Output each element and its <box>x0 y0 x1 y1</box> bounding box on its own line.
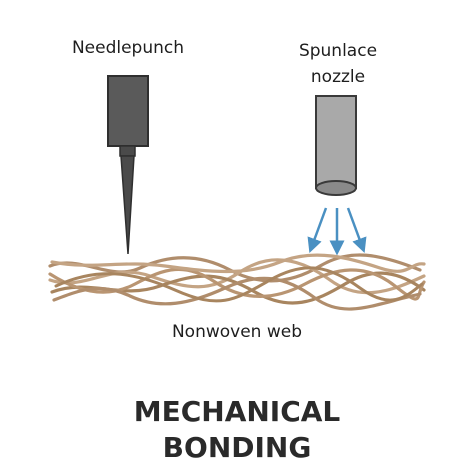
needlepunch-tool <box>107 75 149 255</box>
nonwoven-web-label: Nonwoven web <box>171 322 303 342</box>
needle-handle <box>107 75 149 147</box>
fiber-strand <box>54 266 424 303</box>
water-jet-left <box>307 207 328 254</box>
fiber-strand <box>50 253 426 274</box>
water-jet-right <box>346 207 367 254</box>
fiber-strand <box>50 271 426 305</box>
needle-shaft <box>120 155 135 255</box>
needlepunch-label: Needlepunch <box>71 38 185 58</box>
diagram-title: MECHANICAL BONDING <box>0 394 474 466</box>
spunlace-label-line2: nozzle <box>310 67 366 87</box>
nozzle-body <box>315 95 357 189</box>
spunlace-nozzle <box>315 95 357 196</box>
fiber-strand <box>48 267 426 301</box>
nonwoven-web <box>48 253 426 311</box>
nozzle-opening <box>315 180 357 196</box>
spunlace-label-line1: Spunlace <box>298 41 378 61</box>
fiber-strand <box>52 276 422 311</box>
title-line2: BONDING <box>162 431 312 464</box>
title-line1: MECHANICAL <box>133 395 341 428</box>
spunlace-nozzle-label: Spunlace nozzle <box>248 38 428 90</box>
needle-neck <box>119 145 136 157</box>
water-jets <box>307 207 367 256</box>
